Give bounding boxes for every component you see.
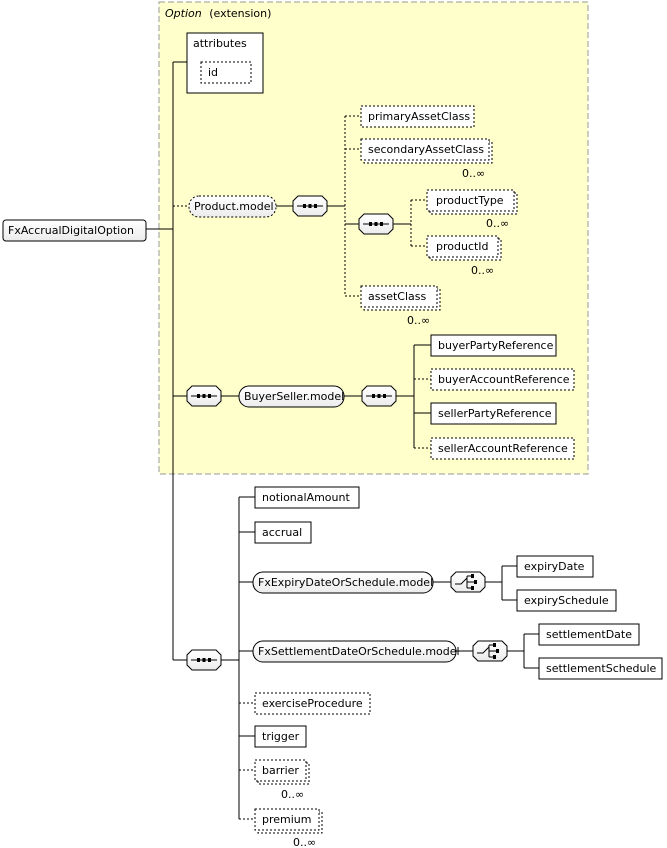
element-product-id[interactable]: productId 0..∞ <box>426 235 502 277</box>
element-secondary-asset-class[interactable]: secondaryAssetClass 0..∞ <box>360 138 493 180</box>
element-label: trigger <box>262 730 300 743</box>
root-label: FxAccrualDigitalOption <box>8 224 134 237</box>
element-label: exerciseProcedure <box>262 697 363 710</box>
svg-text:Option (extension): Option (extension) <box>165 7 271 20</box>
sequence-compositor-icon <box>292 195 328 217</box>
element-exercise-procedure[interactable]: exerciseProcedure <box>254 692 371 715</box>
element-label: assetClass <box>368 290 426 303</box>
connectors <box>146 61 539 820</box>
element-accrual[interactable]: accrual <box>254 521 312 544</box>
occurrence-label: 0..∞ <box>281 788 304 801</box>
sequence-compositor-icon <box>361 385 397 407</box>
choice-compositor-icon <box>450 571 486 593</box>
sequence-compositor-icon <box>186 385 222 407</box>
element-label: buyerPartyReference <box>438 339 554 352</box>
product-model-label: Product.model <box>194 200 274 213</box>
attributes-box[interactable]: attributes id <box>186 32 264 94</box>
element-label: expiryDate <box>524 560 585 573</box>
element-label: primaryAssetClass <box>368 110 470 123</box>
element-premium[interactable]: premium 0..∞ <box>254 808 323 848</box>
attributes-label: attributes <box>193 37 247 50</box>
fx-settlement-model-group[interactable]: FxSettlementDateOrSchedule.model <box>252 640 460 663</box>
occurrence-label: 0..∞ <box>486 217 509 230</box>
element-seller-party-reference[interactable]: sellerPartyReference <box>430 402 557 425</box>
element-notional-amount[interactable]: notionalAmount <box>254 486 360 509</box>
element-label: premium <box>262 813 312 826</box>
product-model-group[interactable]: Product.model <box>188 195 277 218</box>
element-buyer-account-reference[interactable]: buyerAccountReference <box>430 368 575 391</box>
occurrence-label: 0..∞ <box>462 167 485 180</box>
element-primary-asset-class[interactable]: primaryAssetClass <box>360 105 475 128</box>
group-name: Option <box>165 7 202 20</box>
occurrence-label: 0..∞ <box>407 314 430 327</box>
element-settlement-date[interactable]: settlementDate <box>538 623 640 646</box>
element-label: expirySchedule <box>524 594 609 607</box>
group-label: FxExpiryDateOrSchedule.model <box>258 576 433 589</box>
buyer-seller-model-group[interactable]: BuyerSeller.model <box>238 385 345 408</box>
element-asset-class[interactable]: assetClass 0..∞ <box>360 285 441 327</box>
choice-compositor-icon <box>472 640 508 662</box>
element-settlement-schedule[interactable]: settlementSchedule <box>538 657 663 680</box>
element-label: secondaryAssetClass <box>368 143 484 156</box>
element-expiry-date[interactable]: expiryDate <box>516 555 594 578</box>
group-suffix: (extension) <box>209 7 271 20</box>
root-element[interactable]: FxAccrualDigitalOption <box>2 219 147 242</box>
element-label: buyerAccountReference <box>438 373 570 386</box>
element-product-type[interactable]: productType 0..∞ <box>426 189 518 230</box>
element-seller-account-reference[interactable]: sellerAccountReference <box>430 437 575 460</box>
element-label: settlementDate <box>546 628 632 641</box>
element-label: productId <box>436 240 489 253</box>
element-label: settlementSchedule <box>546 662 656 675</box>
occurrence-label: 0..∞ <box>471 264 494 277</box>
occurrence-label: 0..∞ <box>293 836 316 848</box>
element-label: sellerAccountReference <box>438 442 568 455</box>
fx-expiry-model-group[interactable]: FxExpiryDateOrSchedule.model <box>252 571 434 594</box>
element-label: barrier <box>262 764 299 777</box>
element-label: productType <box>436 194 504 207</box>
element-label: sellerPartyReference <box>438 407 552 420</box>
element-barrier[interactable]: barrier 0..∞ <box>254 759 310 801</box>
element-label: accrual <box>262 526 302 539</box>
element-expiry-schedule[interactable]: expirySchedule <box>516 589 617 612</box>
element-buyer-party-reference[interactable]: buyerPartyReference <box>430 334 557 357</box>
sequence-compositor-icon <box>186 649 222 671</box>
group-label: FxSettlementDateOrSchedule.model <box>258 645 460 658</box>
element-label: notionalAmount <box>262 491 350 504</box>
element-trigger[interactable]: trigger <box>254 725 307 748</box>
sequence-compositor-icon <box>358 213 394 235</box>
attribute-id: id <box>208 66 218 79</box>
buyer-seller-model-label: BuyerSeller.model <box>244 390 344 403</box>
